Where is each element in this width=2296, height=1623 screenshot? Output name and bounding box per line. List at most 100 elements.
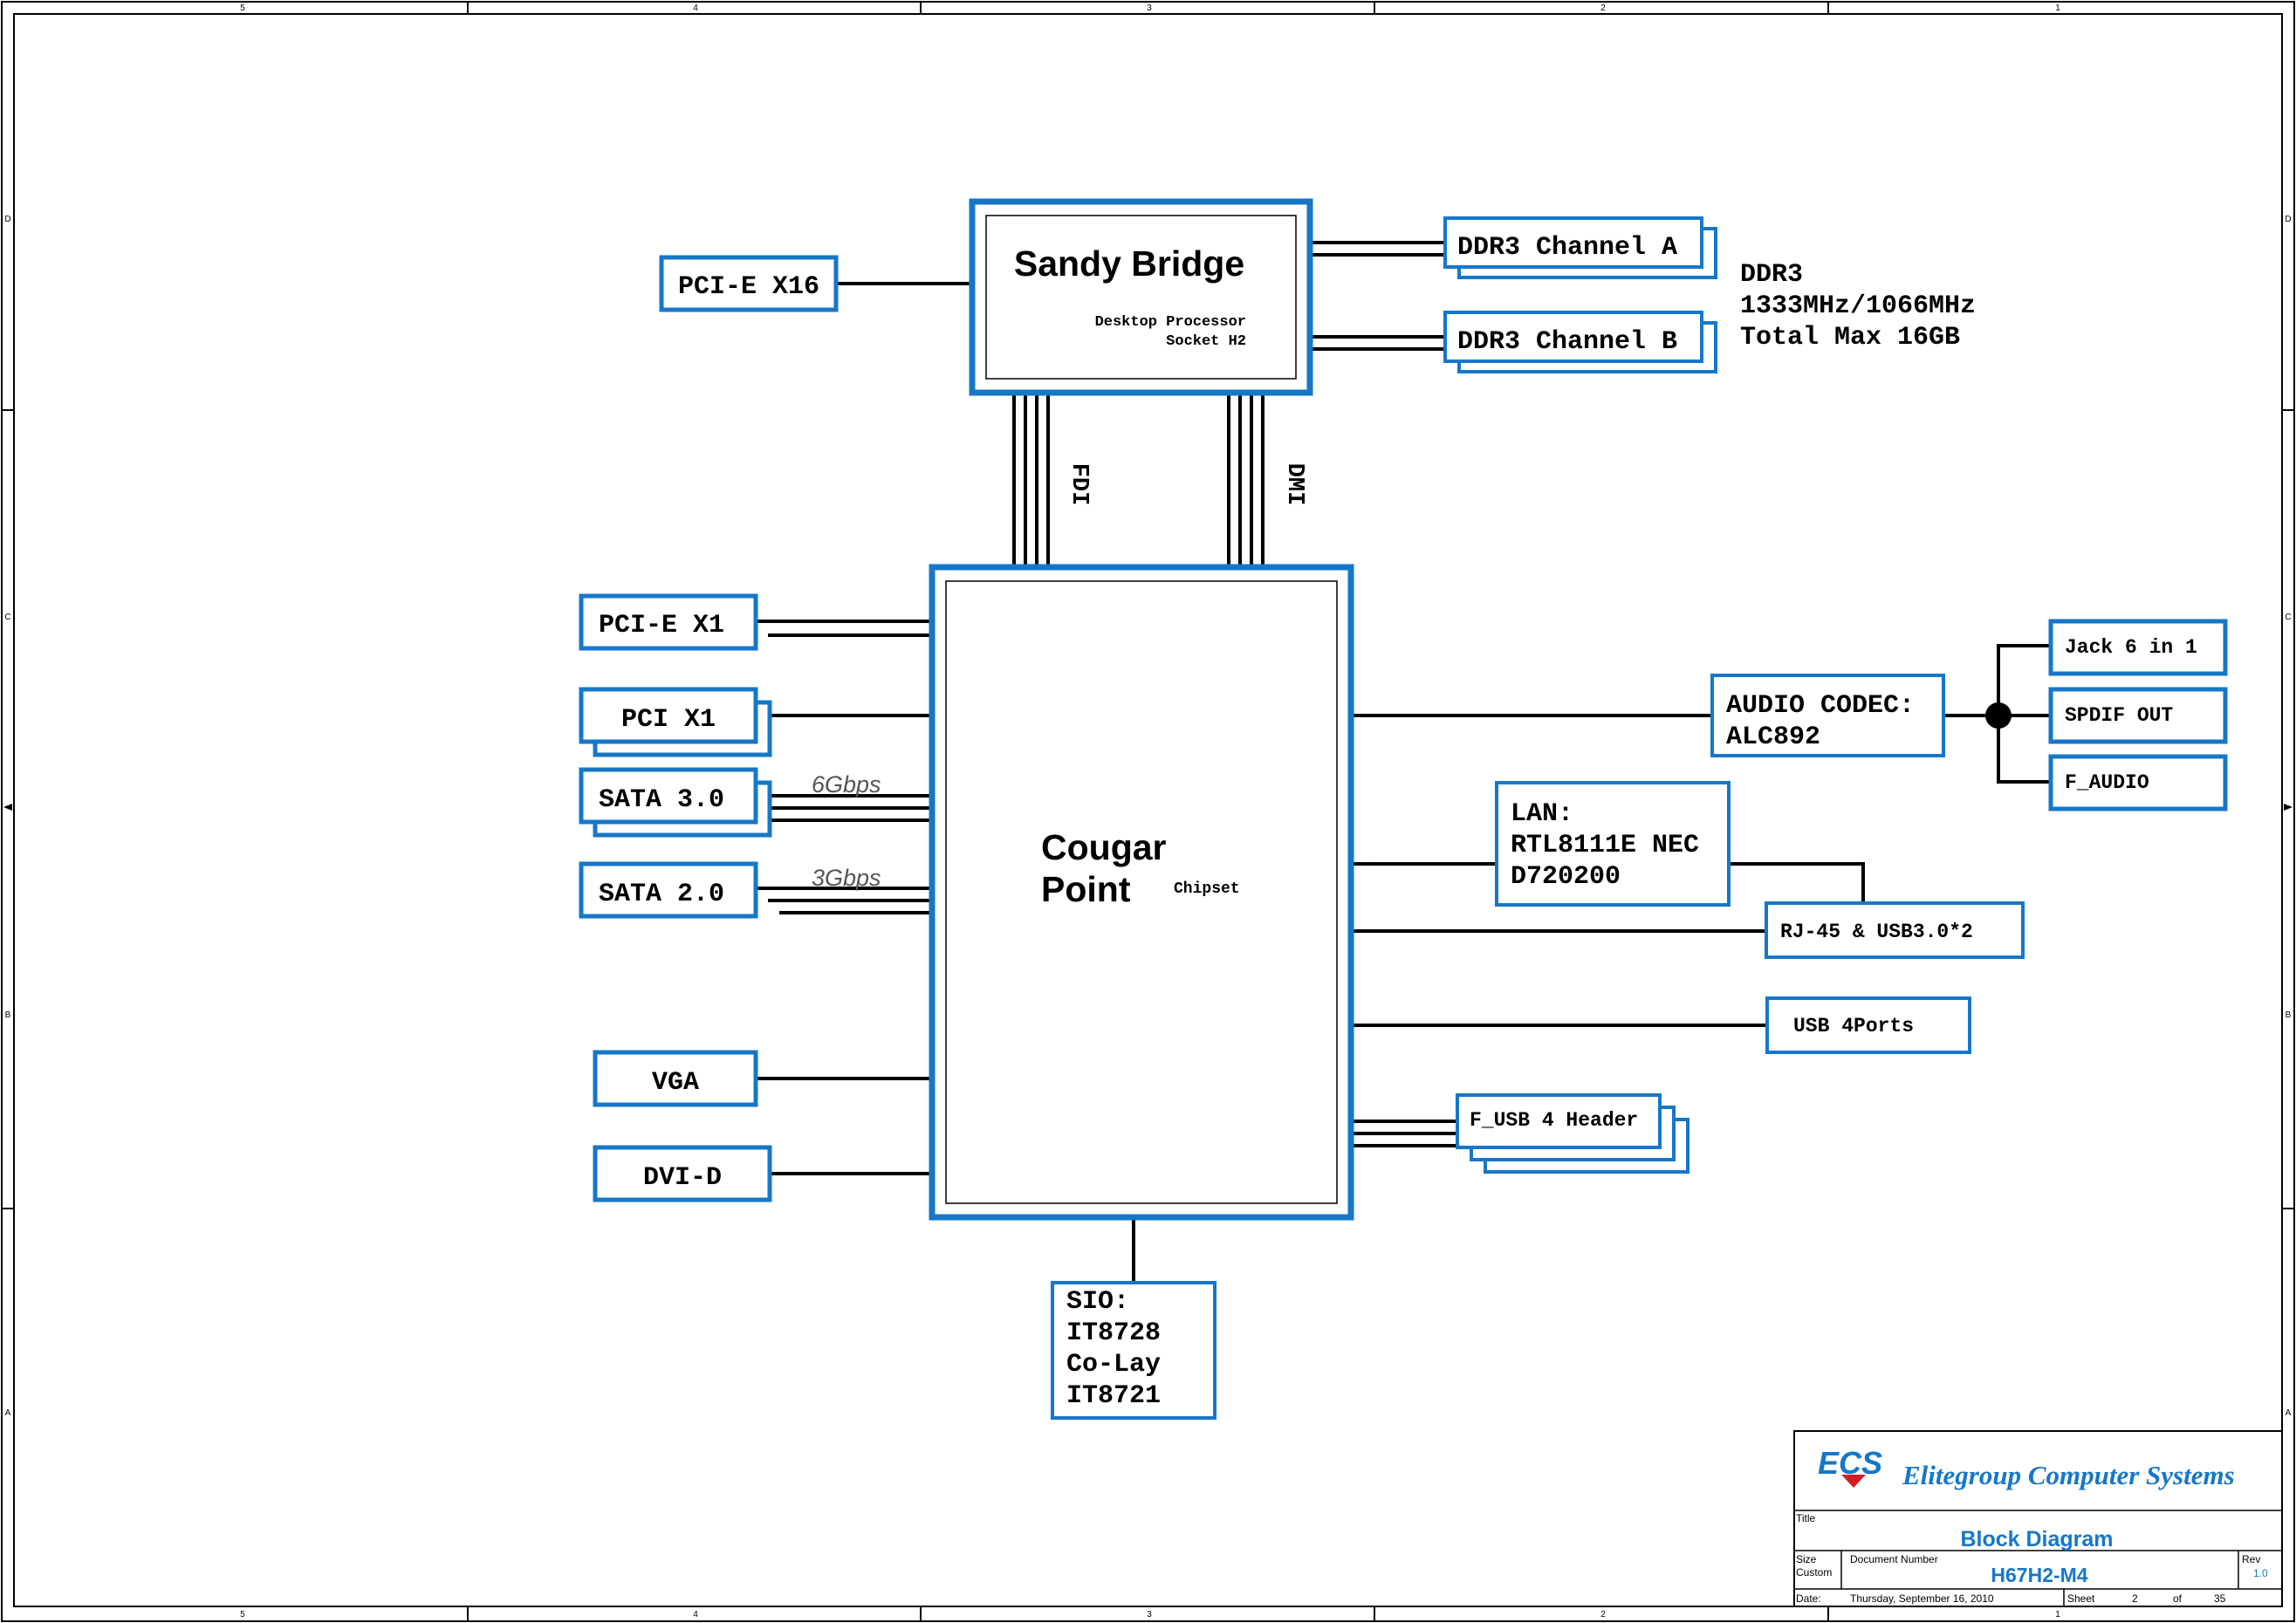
- f-audio-block: F_AUDIO: [2048, 754, 2228, 812]
- col-label-5: 5: [240, 3, 245, 13]
- sata2-block: SATA 2.0 3Gbps: [579, 861, 881, 919]
- row-label-a-right: A: [2286, 1408, 2292, 1418]
- rj45-usb3-block: RJ-45 & USB3.0*2: [1765, 901, 2025, 959]
- diagram-title: Block Diagram: [1960, 1527, 2113, 1551]
- sio-block: SIO: IT8728 Co-Lay IT8721: [1051, 1281, 1217, 1420]
- col-label-1: 1: [2055, 3, 2060, 13]
- size-label: Size: [1796, 1553, 1817, 1565]
- of-label: of: [2173, 1592, 2183, 1605]
- ddr3-note-line3: Total Max 16GB: [1740, 323, 1960, 353]
- ddr3-note-line2: 1333MHz/1066MHz: [1740, 291, 1976, 321]
- col-label-3: 3: [1147, 3, 1152, 13]
- date-value: Thursday, September 16, 2010: [1850, 1592, 1994, 1605]
- pch-title-line1: Cougar: [1041, 827, 1167, 867]
- pcie-x1-label: PCI-E X1: [599, 611, 724, 640]
- date-label: Date:: [1796, 1592, 1821, 1605]
- row-label-c: C: [4, 613, 10, 622]
- vga-block: VGA: [593, 1050, 758, 1107]
- usb-4ports-block: USB 4Ports: [1765, 996, 1971, 1054]
- row-label-d-right: D: [2285, 215, 2291, 224]
- dvi-label: DVI-D: [643, 1163, 722, 1193]
- jack-label: Jack 6 in 1: [2065, 636, 2197, 659]
- dmi-label: DMI: [1281, 463, 1307, 506]
- row-label-a: A: [5, 1408, 11, 1418]
- ddr3-note: DDR3 1333MHz/1066MHz Total Max 16GB: [1740, 260, 1976, 353]
- lan-line2: RTL8111E NEC: [1511, 831, 1699, 860]
- sheet-label: Sheet: [2067, 1592, 2095, 1605]
- pch-subtitle: Chipset: [1174, 880, 1240, 898]
- spdif-block: SPDIF OUT: [2048, 687, 2228, 744]
- ecs-logo: ECS: [1818, 1445, 1882, 1488]
- col-label-2-bottom: 2: [1600, 1610, 1606, 1620]
- pcie-x1-block: PCI-E X1: [579, 593, 758, 651]
- sata3-speed: 6Gbps: [812, 771, 881, 798]
- col-label-1-bottom: 1: [2055, 1610, 2060, 1620]
- rj45-usb3-label: RJ-45 & USB3.0*2: [1780, 921, 1973, 943]
- f-usb-header-block: F_USB 4 Header: [1456, 1093, 1689, 1174]
- frame-labels: 5 4 3 2 1 5 4 3 2 1 D C B A D C B A: [4, 3, 2291, 1620]
- sio-line2: IT8728: [1066, 1318, 1161, 1348]
- pci-x1-block: PCI X1: [579, 687, 772, 757]
- title-label: Title: [1796, 1512, 1816, 1524]
- sheet-total: 35: [2214, 1592, 2226, 1605]
- wire-lan-rj45: [1729, 862, 1865, 903]
- rev-label: Rev: [2242, 1553, 2260, 1565]
- cpu-line2: Socket H2: [1166, 333, 1246, 350]
- size-value: Custom: [1796, 1566, 1832, 1578]
- fdi-label: FDI: [1066, 463, 1092, 506]
- lan-line1: LAN:: [1511, 799, 1573, 829]
- row-label-b-right: B: [2286, 1010, 2292, 1020]
- document-number: H67H2-M4: [1991, 1564, 2087, 1586]
- company-name: Elitegroup Computer Systems: [1902, 1460, 2235, 1490]
- cpu-title: Sandy Bridge: [1014, 243, 1244, 284]
- ddr3-channel-a-block: DDR3 Channel A: [1443, 216, 1717, 279]
- cpu-line1: Desktop Processor: [1095, 314, 1246, 331]
- row-label-d: D: [4, 215, 10, 224]
- pcie-x16-label: PCI-E X16: [678, 272, 819, 302]
- col-label-4: 4: [693, 3, 698, 13]
- sio-line3: Co-Lay: [1066, 1350, 1161, 1380]
- ddr3-note-line1: DDR3: [1740, 260, 1803, 290]
- col-label-2: 2: [1600, 3, 1606, 13]
- pch-block: Cougar Point Chipset: [929, 564, 1354, 1221]
- lan-line3: D720200: [1511, 862, 1621, 892]
- pci-x1-label: PCI X1: [621, 705, 716, 735]
- sio-line4: IT8721: [1066, 1381, 1161, 1411]
- f-usb-header-label: F_USB 4 Header: [1470, 1109, 1638, 1132]
- sheet-number: 2: [2132, 1592, 2138, 1605]
- col-label-5-bottom: 5: [240, 1610, 245, 1620]
- document-number-label: Document Number: [1850, 1553, 1938, 1565]
- sata3-label: SATA 3.0: [599, 785, 724, 815]
- usb-4ports-label: USB 4Ports: [1793, 1015, 1914, 1037]
- pch-title-line2: Point: [1041, 869, 1131, 909]
- junction-dot: [1985, 702, 2012, 729]
- ddr3-channel-b-label: DDR3 Channel B: [1457, 327, 1677, 357]
- sata2-label: SATA 2.0: [599, 880, 724, 909]
- audio-codec-line2: ALC892: [1726, 722, 1820, 752]
- row-label-b: B: [5, 1010, 11, 1020]
- audio-codec-block: AUDIO CODEC: ALC892: [1710, 674, 1945, 757]
- sio-line1: SIO:: [1066, 1287, 1129, 1317]
- col-label-4-bottom: 4: [693, 1610, 698, 1620]
- wires: [756, 241, 2051, 1283]
- rev-value: 1.0: [2253, 1567, 2268, 1579]
- ecs-logo-text: ECS: [1818, 1445, 1882, 1481]
- row-label-c-right: C: [2285, 613, 2291, 622]
- vga-label: VGA: [652, 1068, 699, 1098]
- dvi-block: DVI-D: [593, 1145, 772, 1202]
- title-block: ECS Elitegroup Computer Systems Title Bl…: [1793, 1430, 2283, 1607]
- pcie-x16-block: PCI-E X16: [659, 255, 839, 312]
- f-audio-label: F_AUDIO: [2065, 771, 2149, 794]
- sata3-block: SATA 3.0 6Gbps: [579, 767, 881, 838]
- jack-block: Jack 6 in 1: [2048, 619, 2228, 676]
- ddr3-channel-b-block: DDR3 Channel B: [1443, 311, 1717, 373]
- sata2-speed: 3Gbps: [812, 865, 881, 891]
- col-label-3-bottom: 3: [1147, 1610, 1152, 1620]
- audio-codec-line1: AUDIO CODEC:: [1726, 691, 1915, 721]
- spdif-label: SPDIF OUT: [2065, 704, 2173, 727]
- cpu-block: Sandy Bridge Desktop Processor Socket H2: [969, 198, 1313, 396]
- lan-block: LAN: RTL8111E NEC D720200: [1495, 781, 1731, 907]
- ddr3-channel-a-label: DDR3 Channel A: [1457, 233, 1677, 263]
